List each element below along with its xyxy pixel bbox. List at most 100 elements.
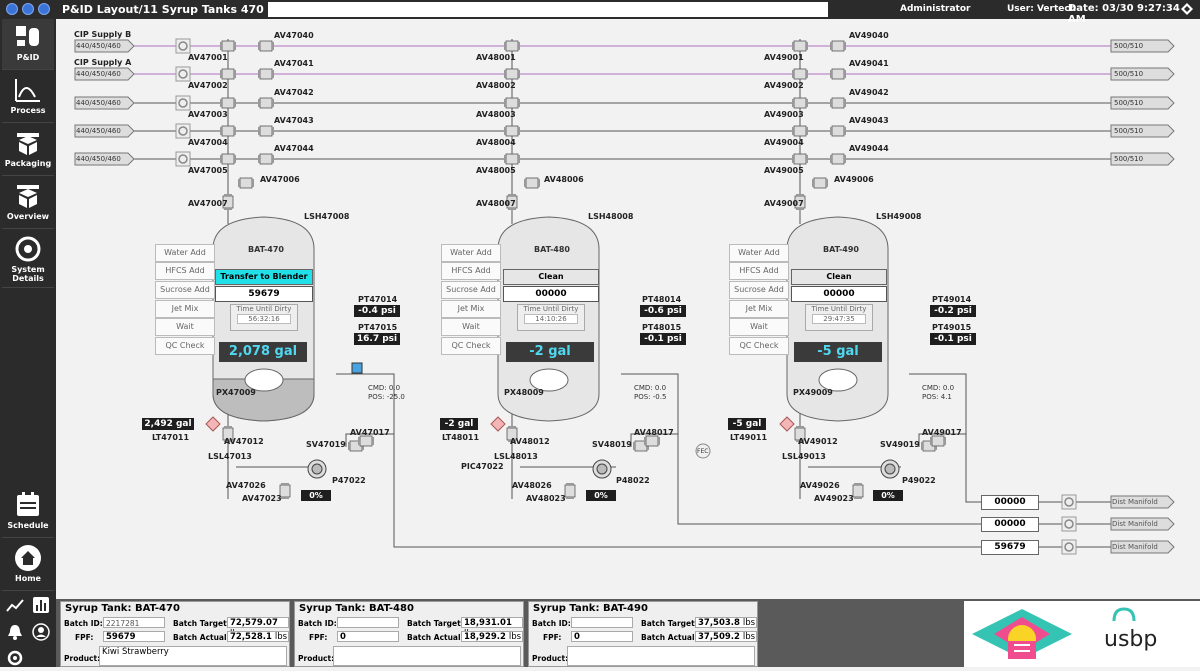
level-value: 2,492 gal bbox=[142, 418, 194, 430]
product-value: Kiwi Strawberry bbox=[99, 646, 287, 666]
nav-home[interactable]: Home bbox=[2, 540, 54, 591]
step-qc-check[interactable]: QC Check bbox=[441, 337, 501, 355]
fec-icon[interactable]: FEC bbox=[697, 448, 709, 455]
trend-icon[interactable] bbox=[6, 597, 24, 613]
supply-tag-left[interactable]: 440/450/460 bbox=[76, 70, 121, 78]
supply-tag-left[interactable]: 440/450/460 bbox=[76, 42, 121, 50]
dist-manifold-label[interactable]: Dist Manifold bbox=[1112, 543, 1158, 551]
date-time: Date: 03/30 9:27:34 AM bbox=[1068, 3, 1180, 25]
switch-label: LSL49013 bbox=[782, 452, 826, 461]
pid-icon bbox=[16, 26, 39, 46]
nav-label: Process bbox=[10, 106, 46, 115]
valve-pos: POS: -25.0 bbox=[368, 393, 405, 401]
valve-label: AV47017 bbox=[350, 428, 390, 437]
step-jet-mix[interactable]: Jet Mix bbox=[155, 300, 215, 318]
nav-packaging[interactable]: Packaging bbox=[2, 125, 54, 176]
nav-schedule[interactable]: Schedule bbox=[2, 487, 54, 538]
nav-label: Overview bbox=[6, 212, 50, 221]
controller-label: PIC47022 bbox=[461, 462, 504, 471]
supply-tag-right[interactable]: 500/510 bbox=[1114, 99, 1144, 107]
nav-process[interactable]: Process bbox=[2, 72, 54, 123]
pump-label: P47022 bbox=[332, 476, 366, 485]
window-dot-2-icon[interactable] bbox=[22, 3, 34, 15]
step-qc-check[interactable]: QC Check bbox=[729, 337, 789, 355]
tank-state[interactable]: Transfer to Blender bbox=[215, 269, 313, 285]
supply-tag-left[interactable]: 440/450/460 bbox=[76, 99, 121, 107]
step-sucrose-add[interactable]: Sucrose Add bbox=[155, 281, 215, 299]
valve-label: AV48017 bbox=[634, 428, 674, 437]
step-wait[interactable]: Wait bbox=[155, 318, 215, 336]
level-value: -5 gal bbox=[728, 418, 766, 430]
tank-volume: -2 gal bbox=[506, 342, 594, 362]
valve-label: AV47026 bbox=[226, 481, 266, 490]
step-qc-check[interactable]: QC Check bbox=[155, 337, 215, 355]
batch-target-value: 18,931.01 lbs bbox=[461, 617, 523, 639]
step-sucrose-add[interactable]: Sucrose Add bbox=[729, 281, 789, 299]
batch-target-label: Batch Target: bbox=[407, 619, 464, 628]
valve-label: AV47044 bbox=[274, 144, 314, 153]
step-jet-mix[interactable]: Jet Mix bbox=[441, 300, 501, 318]
valve-label: AV48023 bbox=[526, 494, 566, 503]
step-hfcs-add[interactable]: HFCS Add bbox=[155, 262, 215, 280]
fpf-label: FPF: bbox=[75, 633, 94, 642]
step-wait[interactable]: Wait bbox=[441, 318, 501, 336]
valve-cmd: CMD: 0.0 bbox=[922, 384, 955, 392]
batch-actual-label: Batch Actual: bbox=[407, 633, 464, 642]
step-sucrose-add[interactable]: Sucrose Add bbox=[441, 281, 501, 299]
title-search-field[interactable] bbox=[268, 2, 828, 17]
supply-tag-left[interactable]: 440/450/460 bbox=[76, 127, 121, 135]
step-water-add[interactable]: Water Add bbox=[441, 244, 501, 262]
diamond-icon[interactable] bbox=[1180, 2, 1194, 16]
pressure-value: -0.6 psi bbox=[640, 305, 686, 317]
valve-label: AV47040 bbox=[274, 31, 314, 40]
step-hfcs-add[interactable]: HFCS Add bbox=[441, 262, 501, 280]
nav-overview[interactable]: Overview bbox=[2, 178, 54, 229]
supply-tag-right[interactable]: 500/510 bbox=[1114, 127, 1144, 135]
bar-chart-icon[interactable] bbox=[32, 596, 50, 614]
bell-icon[interactable] bbox=[6, 623, 24, 641]
pressure-value: -0.4 psi bbox=[354, 305, 400, 317]
supply-tag-right[interactable]: 500/510 bbox=[1114, 42, 1144, 50]
switch-label: LSH49008 bbox=[876, 212, 922, 221]
refresh-icon[interactable] bbox=[6, 649, 24, 667]
batch-target-label: Batch Target: bbox=[641, 619, 698, 628]
product-value bbox=[567, 646, 755, 666]
user-icon[interactable] bbox=[32, 623, 50, 641]
step-water-add[interactable]: Water Add bbox=[155, 244, 215, 262]
valve-label: AV48005 bbox=[476, 166, 516, 175]
valve-label: AV48002 bbox=[476, 81, 516, 90]
supply-tag-left[interactable]: 440/450/460 bbox=[76, 155, 121, 163]
step-wait[interactable]: Wait bbox=[729, 318, 789, 336]
dist-manifold-label[interactable]: Dist Manifold bbox=[1112, 520, 1158, 528]
valve-pos: POS: 4.1 bbox=[922, 393, 952, 401]
supply-tag-right[interactable]: 500/510 bbox=[1114, 155, 1144, 163]
tank-state[interactable]: Clean bbox=[791, 269, 887, 285]
nav-pid[interactable]: P&ID bbox=[2, 19, 54, 70]
window-dot-3-icon[interactable] bbox=[38, 3, 50, 15]
batch-id-label: Batch ID: bbox=[532, 619, 571, 628]
window-dot-1-icon[interactable] bbox=[6, 3, 18, 15]
nav-system-details[interactable]: System Details bbox=[2, 231, 54, 288]
nav-label: P&ID bbox=[16, 53, 40, 62]
tank-name: BAT-480 bbox=[534, 245, 570, 254]
brand-logo-text: usbp bbox=[1104, 627, 1158, 652]
step-jet-mix[interactable]: Jet Mix bbox=[729, 300, 789, 318]
dist-manifold-label[interactable]: Dist Manifold bbox=[1112, 498, 1158, 506]
valve-label: AV49026 bbox=[800, 481, 840, 490]
fpf-value: 59679 bbox=[103, 631, 165, 642]
step-hfcs-add[interactable]: HFCS Add bbox=[729, 262, 789, 280]
batch-panel-area: Syrup Tank: BAT-470 Batch ID: 2217281 Ba… bbox=[56, 599, 1200, 667]
pressure-tag: PT47014 bbox=[358, 295, 398, 304]
batch-id-value: 2217281 bbox=[103, 617, 165, 628]
tank-state[interactable]: Clean bbox=[503, 269, 599, 285]
batch-target-label: Batch Target: bbox=[173, 619, 230, 628]
supply-tag-right[interactable]: 500/510 bbox=[1114, 70, 1144, 78]
tank-name: BAT-490 bbox=[823, 245, 859, 254]
tank-batch: 00000 bbox=[791, 286, 887, 302]
nav-label: System Details bbox=[11, 265, 45, 283]
step-water-add[interactable]: Water Add bbox=[729, 244, 789, 262]
valve-label: AV49043 bbox=[849, 116, 889, 125]
switch-label: LSL48013 bbox=[494, 452, 538, 461]
